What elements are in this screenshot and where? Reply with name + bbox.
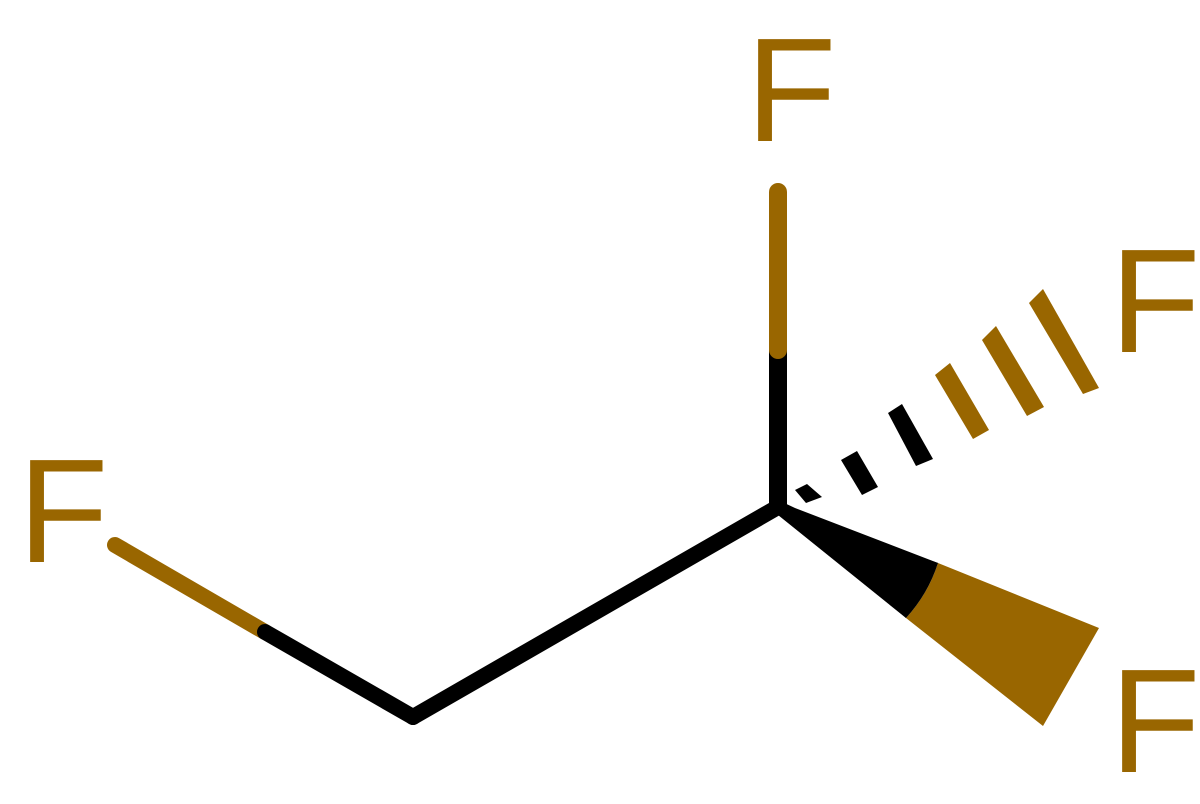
wedge-bond-c2-f4: [778, 500, 1099, 726]
bond-f1-c1: [107, 537, 421, 725]
hashed-wedge-bond-c2-f3: [795, 289, 1099, 503]
atom-label-f-left: F: [18, 429, 108, 594]
atom-label-f-right-lower: F: [1110, 639, 1200, 804]
atom-label-f-top: F: [746, 8, 836, 173]
atom-label-f-right-upper: F: [1110, 219, 1200, 384]
bond-c1-c2: [405, 499, 786, 725]
